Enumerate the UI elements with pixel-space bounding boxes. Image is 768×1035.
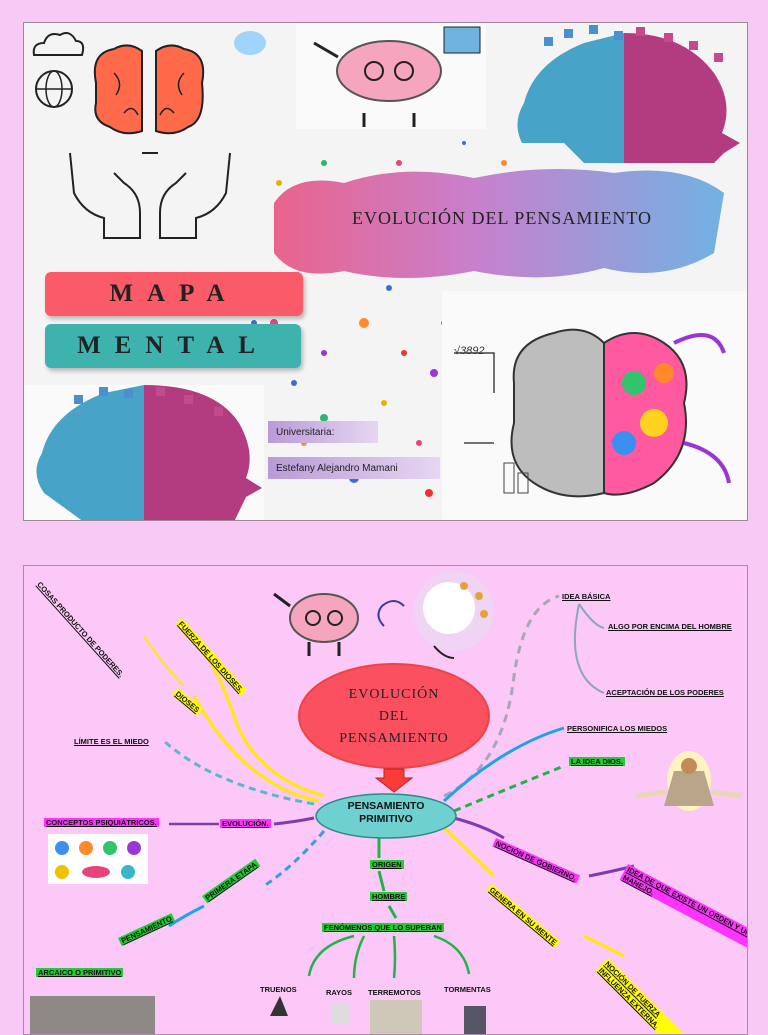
center-node-line-2: PRIMITIVO (359, 813, 413, 825)
central-title-line-1: EVOLUCIÓN (348, 687, 440, 702)
center-node-line-1: PENSAMIENTO (347, 800, 425, 812)
central-title-line-3: PENSAMIENTO (339, 731, 449, 746)
connector-gobierno (453, 816, 505, 840)
student-name: Estefany Alejandro Mamani (268, 457, 440, 479)
mapa-banner: MAPA (45, 272, 303, 316)
watercolor-banner (274, 169, 724, 278)
label-arcaico: ARCAICO O PRIMITIVO (36, 968, 124, 977)
brain-hands-illustration (69, 44, 231, 239)
label-aceptacion: ACEPTACIÓN DE LOS PODERES (606, 688, 724, 697)
connector-limite (162, 739, 315, 806)
central-oval (298, 663, 490, 769)
cover-title: EVOLUCIÓN DEL PENSAMIENTO (352, 208, 652, 228)
down-arrow (374, 768, 414, 793)
mindmap-connectors (30, 571, 743, 1034)
connector-truenos (307, 934, 355, 977)
label-personifica: PERSONIFICA LOS MIEDOS (567, 724, 668, 733)
bottom-images (30, 996, 486, 1034)
head-brain-illustration (377, 571, 494, 659)
mental-banner: MENTAL (45, 324, 301, 368)
label-truenos: TRUENOS (260, 985, 297, 994)
student-label: Universitaria: (268, 421, 378, 443)
globe-icon (35, 70, 73, 108)
label-idea-basica: IDEA BÁSICA (562, 592, 611, 601)
figure-illustration (635, 751, 743, 811)
label-idea-dios: LA IDEA DIOS. (569, 757, 625, 766)
cloud-icon (32, 32, 85, 56)
label-terremotos: TERREMOTOS (368, 988, 421, 997)
connector-aceptacion (573, 603, 605, 694)
mindmap-panel: EVOLUCIÓN DEL PENSAMIENTO PENSAMIENTO PR… (23, 565, 748, 1035)
connector-origen (377, 836, 398, 919)
formula-text: √3892 (454, 345, 485, 357)
connector-nocion-fuerza (583, 934, 625, 958)
cover-panel: EVOLUCIÓN DEL PENSAMIENTO MAPA MENTAL √3… (23, 22, 748, 521)
puzzle-head-bottom (24, 385, 264, 520)
label-conceptos: CONCEPTOS PSIQUIÁTRICOS. (44, 818, 159, 827)
connector-cosas (143, 635, 185, 687)
connector-pensamiento (168, 904, 205, 928)
cartoon-brain-mindmap (273, 592, 359, 656)
connector-rayos (352, 935, 366, 979)
puzzle-head-top (517, 25, 740, 163)
connector-evolucion (273, 816, 315, 826)
central-title: EVOLUCIÓN DEL PENSAMIENTO (308, 684, 480, 750)
label-evolucion: EVOLUCIÓN. (220, 819, 271, 828)
label-fenomenos: FENÓMENOS QUE LO SUPERAN (322, 923, 444, 932)
concept-icons-image (48, 834, 148, 884)
central-title-line-2: DEL (378, 709, 410, 724)
connector-algo (578, 603, 605, 629)
label-limite-miedo: LÍMITE ES EL MIEDO (74, 737, 149, 746)
label-tormentas: TORMENTAS (444, 985, 491, 994)
center-node-shape (315, 793, 457, 839)
label-algo-encima: ALGO POR ENCIMA DEL HOMBRE (608, 622, 732, 631)
connector-genera (442, 826, 496, 878)
connector-personifica (442, 726, 565, 803)
cover-art (24, 23, 747, 520)
connector-primera-etapa (263, 830, 326, 888)
connector-tormentas (433, 934, 471, 975)
connector-dioses (192, 695, 320, 803)
cartoon-brain-reading (296, 23, 486, 129)
science-brain-illustration (442, 291, 747, 520)
label-origen: ORIGEN (370, 860, 404, 869)
connector-idea-basica (443, 594, 560, 798)
label-hombre: HOMBRE (370, 892, 408, 901)
connector-idea-dios (453, 764, 565, 813)
chat-bubble-icon (234, 31, 266, 55)
connector-terremotos (392, 935, 397, 979)
label-rayos: RAYOS (326, 988, 352, 997)
center-node: PENSAMIENTO PRIMITIVO (316, 800, 456, 826)
